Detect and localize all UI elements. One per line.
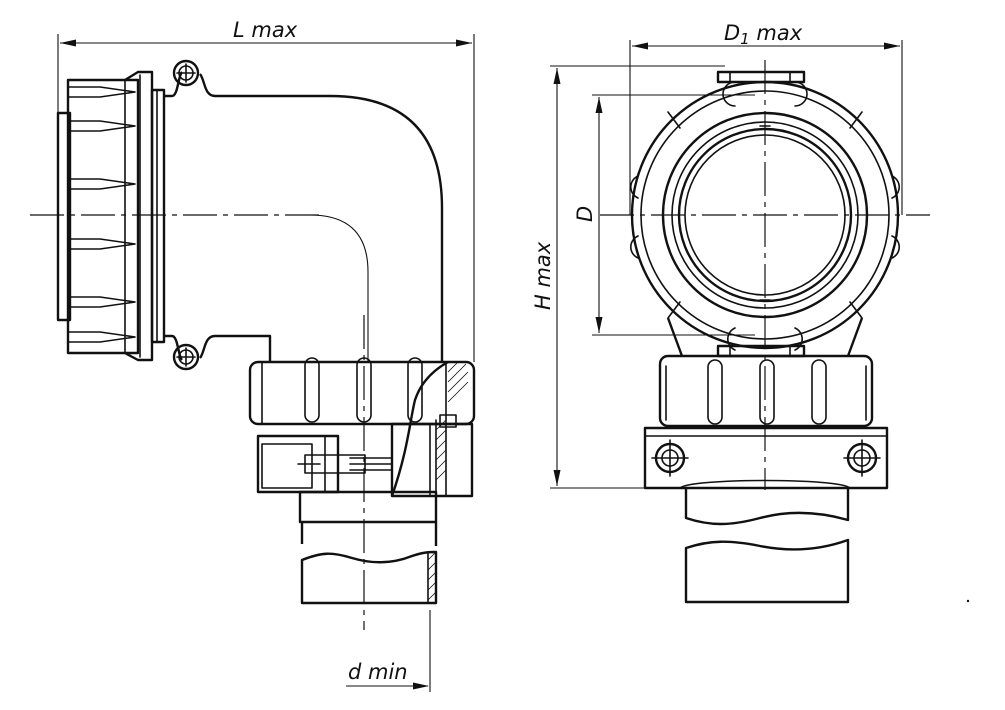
front-cable-nut: [658, 354, 874, 428]
stray-dot: [966, 599, 970, 603]
front-cable: [684, 488, 850, 604]
neck-left: [666, 317, 684, 357]
elbow-body: [164, 71, 444, 362]
h-max-label: H max: [531, 241, 555, 310]
top-latch: [716, 70, 806, 84]
section-cutaway: [390, 360, 469, 497]
flange-bosses: [630, 81, 900, 351]
flange-screw-top: [172, 59, 200, 87]
flange-screw-bottom: [172, 343, 200, 371]
clamp-screw-right: [843, 439, 881, 477]
knurl-ridges: [67, 86, 136, 343]
cable-nut: [248, 357, 476, 426]
l-max-label: L max: [233, 18, 298, 42]
d-dimension: [592, 94, 755, 336]
d-label: D: [573, 206, 597, 222]
neck-right: [846, 317, 864, 357]
coupling-flange: [56, 70, 166, 362]
clamp-screw-left: [651, 439, 689, 477]
d1-max-dimension: [629, 40, 903, 215]
d1-max-label: D1 max: [724, 21, 803, 48]
cable: [300, 522, 438, 605]
d1-base: D: [724, 21, 740, 45]
side-view: [30, 34, 476, 692]
h-max-dimension: [550, 65, 725, 489]
cable-clamp: [256, 414, 474, 524]
d-min-label: d min: [348, 660, 408, 684]
front-view: [550, 40, 970, 604]
d-min-dimension: [346, 610, 431, 692]
l-max-dimension: [57, 34, 475, 362]
d1-subscript: 1: [740, 30, 750, 48]
front-clamp-bar: [643, 426, 889, 490]
d1-suffix: max: [750, 21, 803, 45]
